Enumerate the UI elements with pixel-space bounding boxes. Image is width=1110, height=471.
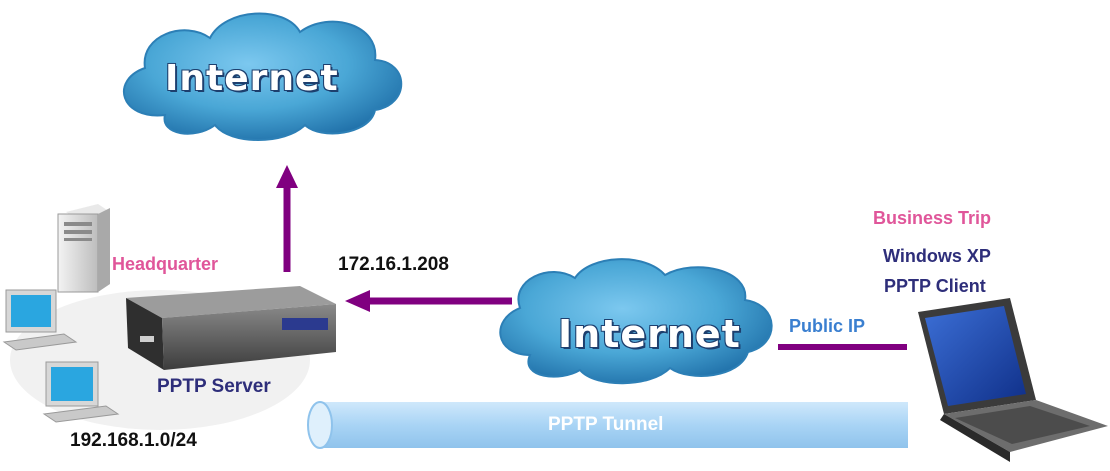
middle-cloud-label: Internet — [558, 312, 741, 356]
desktop-computer-icon — [42, 361, 120, 423]
pptp-tunnel — [307, 401, 908, 449]
arrow-to-router — [345, 290, 512, 312]
router-icon — [126, 286, 336, 370]
top-cloud-label: Internet — [165, 58, 339, 99]
laptop-icon — [918, 298, 1108, 462]
public-ip-label: Public IP — [789, 316, 866, 336]
business-trip-label: Business Trip — [873, 208, 992, 228]
desktop-computer-icon — [2, 289, 78, 351]
arrow-to-internet — [276, 165, 298, 272]
wan-ip-label: 172.16.1.208 — [338, 254, 449, 275]
lan-subnet-label: 192.168.1.0/24 — [70, 430, 197, 451]
server-tower-icon — [57, 204, 110, 293]
pptp-server-label: PPTP Server — [157, 376, 271, 397]
cloud-icon — [122, 12, 403, 141]
headquarter-label: Headquarter — [112, 254, 219, 274]
pptp-tunnel-label: PPTP Tunnel — [548, 414, 664, 435]
client-role-label: PPTP Client — [884, 276, 986, 296]
client-os-label: Windows XP — [883, 246, 991, 266]
cloud-icon — [499, 258, 773, 385]
